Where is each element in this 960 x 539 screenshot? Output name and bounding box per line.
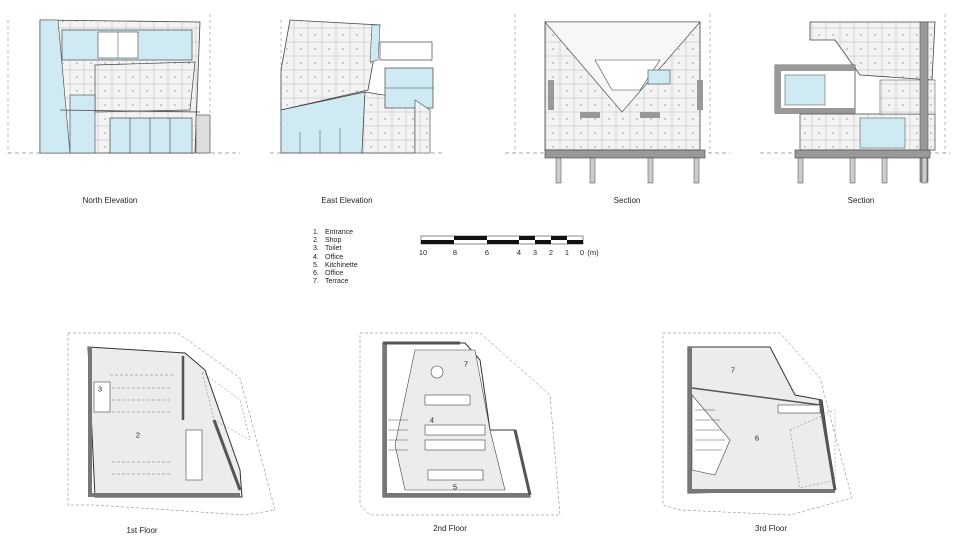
north-elevation-drawing <box>7 14 240 154</box>
legend-item: 6.Office <box>313 270 344 278</box>
room-number: 5 <box>452 482 458 492</box>
east-elevation-title: East Elevation <box>321 196 373 205</box>
legend-item: 2.Shop <box>313 237 342 245</box>
scale-label: 3 <box>532 248 538 257</box>
floor-plan-3 <box>662 332 853 516</box>
north-elevation-title: North Elevation <box>82 196 138 205</box>
room-number: 7 <box>463 359 469 369</box>
room-number: 4 <box>429 415 435 425</box>
scale-label: 6 <box>484 248 490 257</box>
scale-label: 2 <box>548 248 554 257</box>
scale-label: 1 <box>564 248 570 257</box>
floor-2-title: 2nd Floor <box>433 524 467 533</box>
east-elevation-drawing <box>270 19 445 154</box>
legend-item: 5.Kitchinette <box>313 261 358 269</box>
floor-plan-1 <box>67 332 276 516</box>
scale-label: 4 <box>516 248 522 257</box>
legend-item: 3.Toilet <box>313 245 342 253</box>
legend-item: 7.Terrace <box>313 278 349 286</box>
section-2-drawing <box>760 14 950 184</box>
scale-label: 8 <box>452 248 458 257</box>
section-1-title: Section <box>613 196 641 205</box>
room-number: 7 <box>730 365 736 375</box>
floor-3-title: 3rd Floor <box>754 524 788 533</box>
floor-plan-2 <box>359 332 561 516</box>
room-number: 3 <box>97 384 103 394</box>
scale-label: 0 <box>579 248 585 257</box>
floor-1-title: 1st Floor <box>126 526 158 535</box>
section-2-title: Section <box>847 196 875 205</box>
legend-item: 1.Entrance <box>313 229 354 236</box>
room-number: 6 <box>754 433 760 443</box>
room-legend: 1.Entrance 2.Shop 3.Toilet 4.Office 5.Ki… <box>313 229 358 286</box>
scale-label: 10 <box>418 248 428 257</box>
section-1-drawing <box>505 14 730 184</box>
scale-unit: (m) <box>587 248 599 257</box>
room-number: 2 <box>135 430 141 440</box>
legend-item: 4.Office <box>313 253 344 261</box>
scale-bar <box>420 235 584 245</box>
